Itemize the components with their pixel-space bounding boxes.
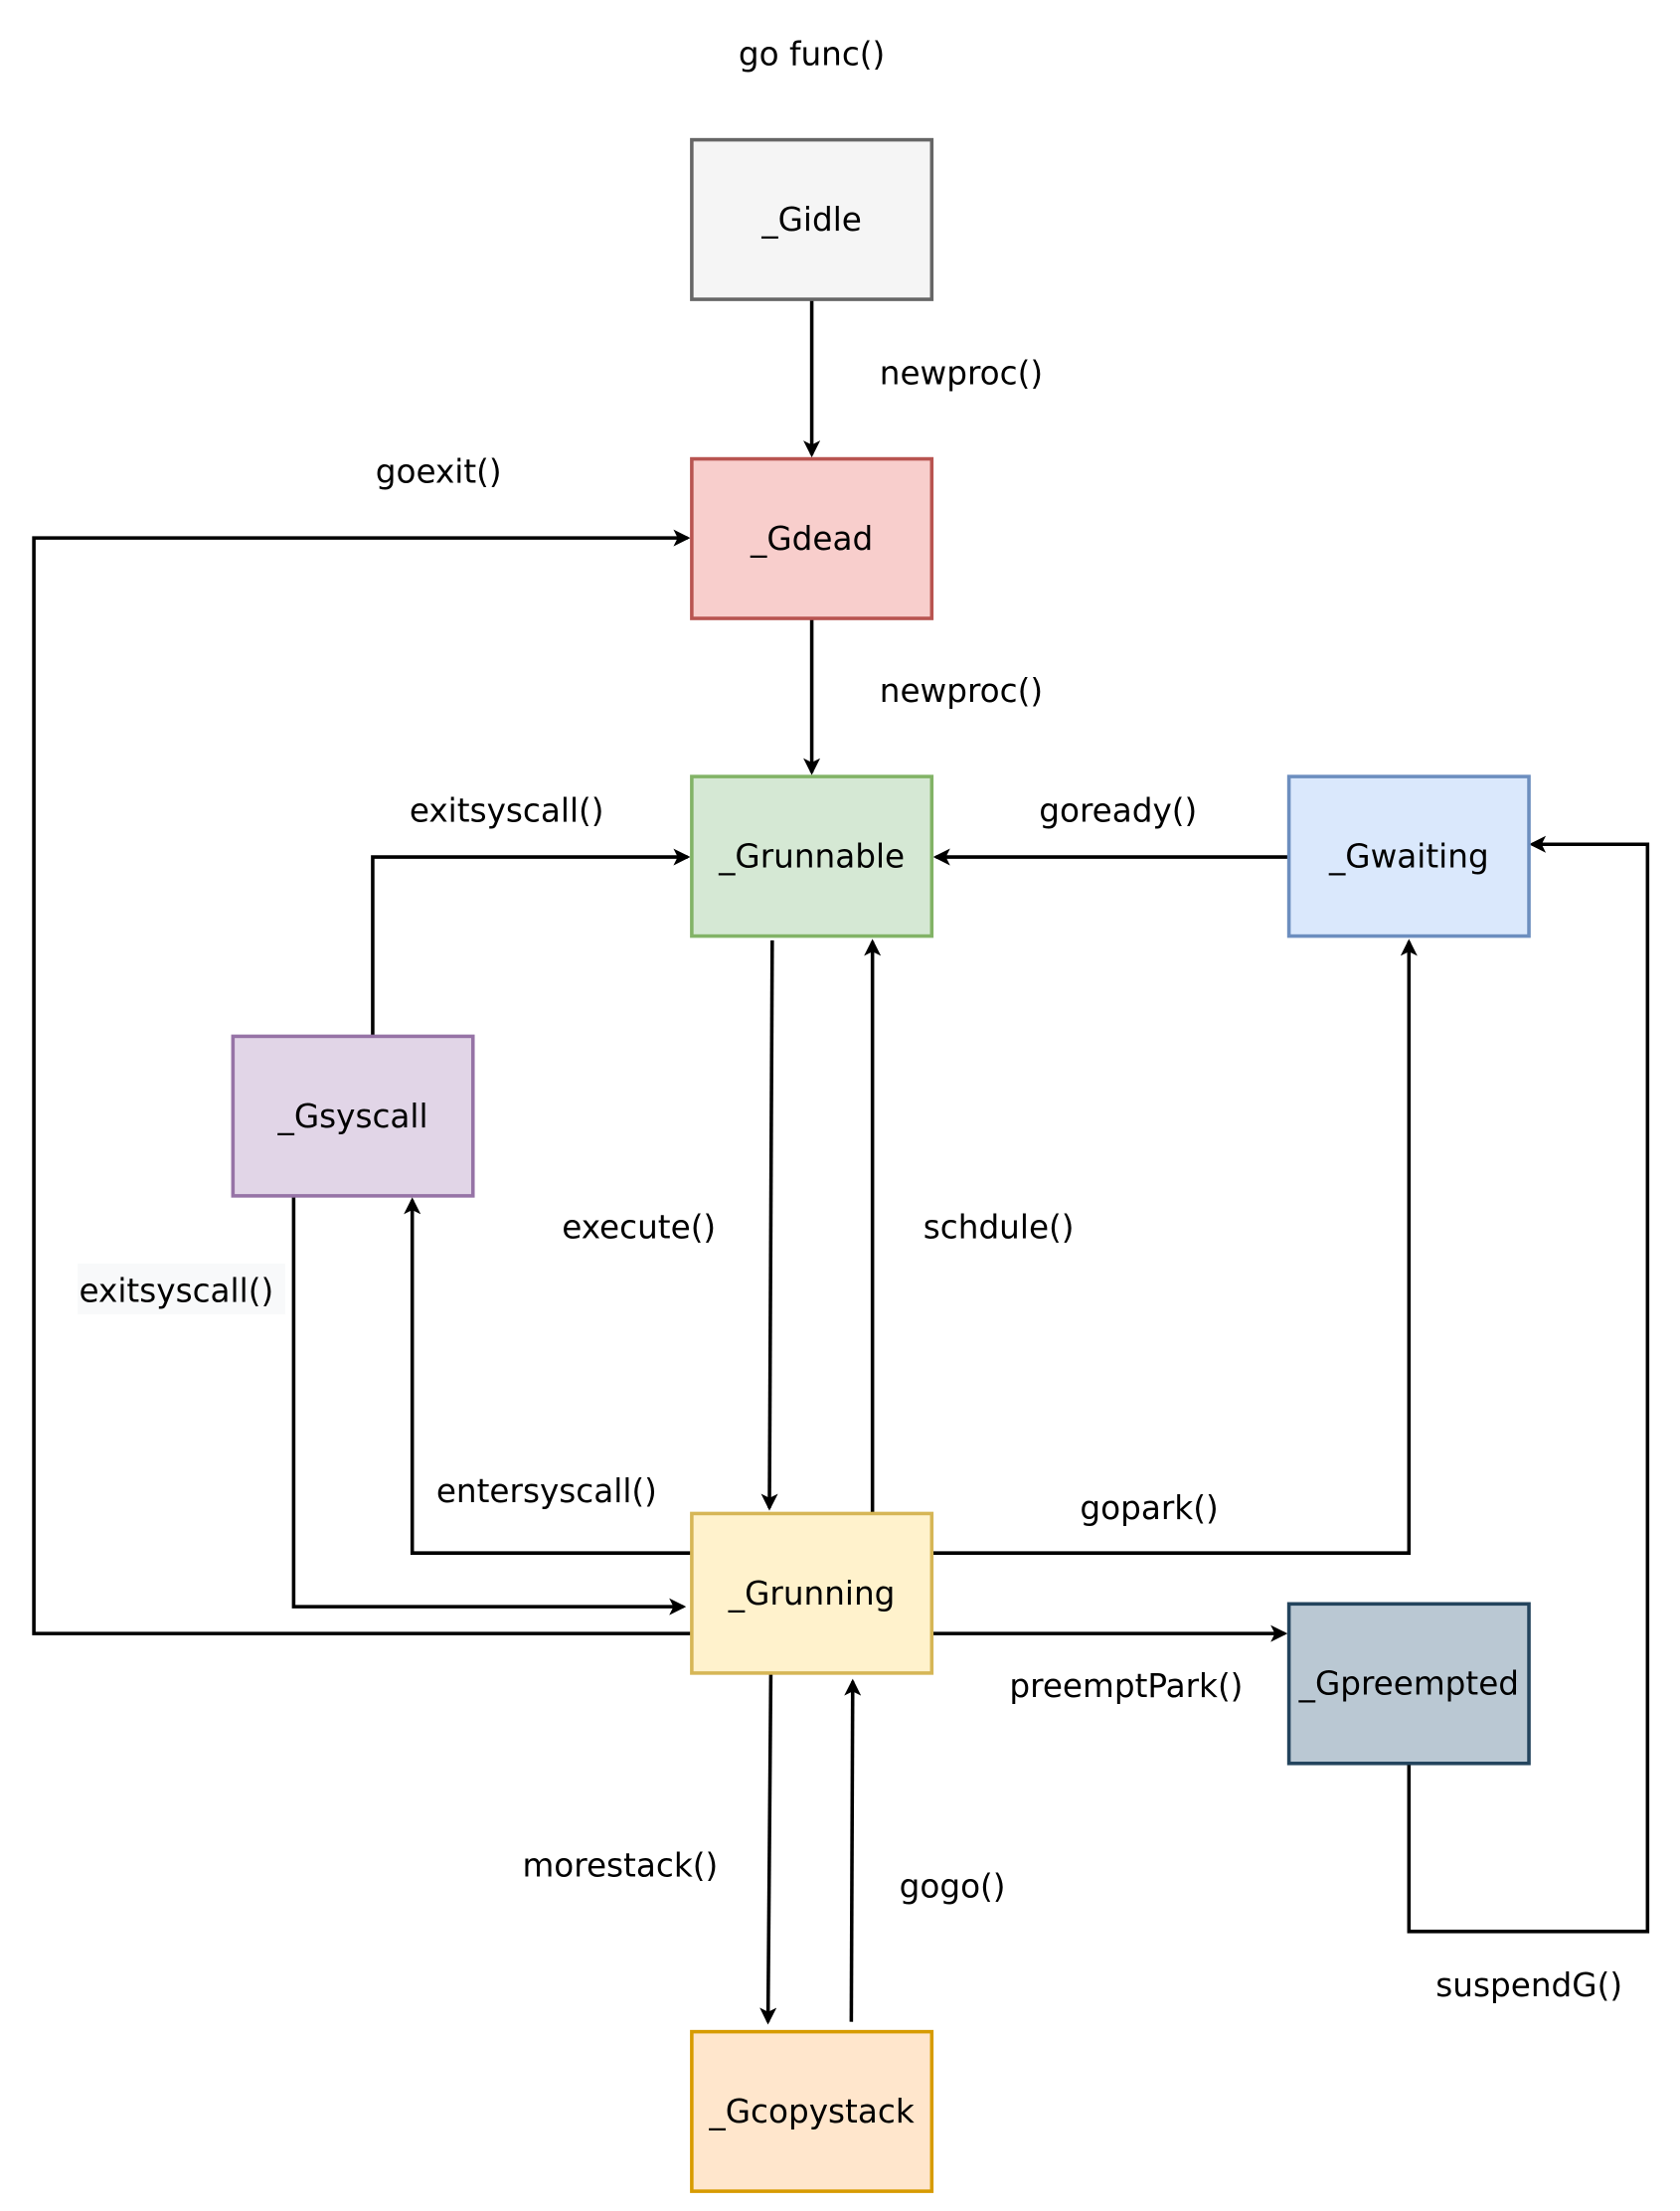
state-label: _Gcopystack: [708, 2093, 914, 2130]
edge-label-syscall-runnable: exitsyscall(): [410, 792, 604, 830]
edge-label-running-dead: goexit(): [376, 453, 502, 491]
edge-running-waiting: [931, 938, 1418, 1555]
edge-label-runnable-running: execute(): [562, 1208, 716, 1246]
edge-label-copystack-running: gogo(): [900, 1868, 1006, 1906]
state-label: _Gpreempted: [1298, 1665, 1519, 1703]
state-runnable: _Grunnable: [690, 774, 934, 938]
edge-label-running-waiting: gopark(): [1080, 1489, 1218, 1527]
edge-label-dead-runnable: newproc(): [880, 672, 1043, 710]
edge-label-running-preempted: preemptPark(): [1009, 1667, 1243, 1705]
state-dead: _Gdead: [690, 456, 934, 620]
state-label: _Gsyscall: [276, 1098, 427, 1135]
state-label: _Grunning: [728, 1575, 896, 1613]
edge-running-syscall: [404, 1197, 692, 1555]
state-waiting: _Gwaiting: [1286, 774, 1531, 938]
state-running: _Grunning: [690, 1511, 934, 1675]
edge-runnable-running: [760, 939, 778, 1511]
edge-label-running-runnable: schdule(): [924, 1208, 1075, 1246]
state-label: _Gidle: [760, 201, 862, 239]
edge-copystack-running: [844, 1678, 862, 2022]
state-syscall: _Gsyscall: [231, 1034, 475, 1198]
state-copystack: _Gcopystack: [690, 2029, 934, 2193]
edge-label-running-copystack: morestack(): [522, 1846, 718, 1884]
edge-label-syscall-running: exitsyscall(): [80, 1272, 274, 1309]
edge-label-idle-dead: newproc(): [880, 354, 1043, 392]
state-idle: _Gidle: [690, 137, 934, 301]
edge-label-background: [78, 1264, 285, 1315]
edge-label-running-syscall: entersyscall(): [436, 1472, 657, 1510]
edge-running-copystack: [759, 1674, 777, 2025]
state-label: _Grunnable: [718, 837, 905, 875]
edge-syscall-runnable: [371, 848, 691, 1037]
edge-label-preempted-waiting: suspendG(): [1435, 1966, 1622, 2004]
edge-label-waiting-runnable: goready(): [1039, 792, 1197, 830]
edge-preempted-waiting: [1407, 835, 1650, 1934]
edge-syscall-running: [291, 1195, 687, 1616]
state-preempted: _Gpreempted: [1286, 1602, 1531, 1766]
state-label: _Gdead: [750, 520, 873, 558]
diagram-title: go func(): [739, 35, 885, 73]
edge-running-dead: [32, 529, 692, 1635]
state-label: _Gwaiting: [1328, 837, 1489, 875]
